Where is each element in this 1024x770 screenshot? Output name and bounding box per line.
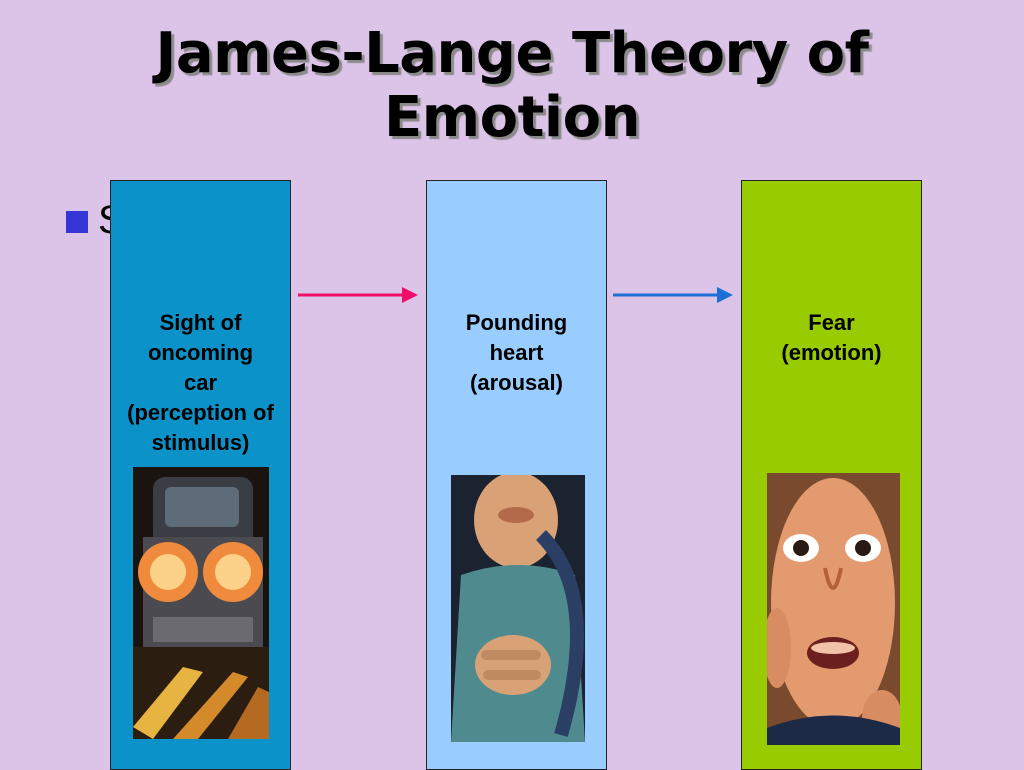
arrow-right-icon <box>613 287 733 303</box>
stage-perception-box: Sight of oncoming car (perception of sti… <box>110 180 291 770</box>
stage-emotion-box: Fear (emotion) <box>741 180 922 770</box>
oncoming-car-illustration <box>133 467 269 739</box>
arrow-right-icon <box>298 287 418 303</box>
stage-emotion-label: Fear (emotion) <box>781 310 882 365</box>
pounding-heart-illustration <box>451 475 585 742</box>
stage-arousal-label: Pounding heart (arousal) <box>465 310 568 395</box>
bullet-square-icon <box>66 211 88 233</box>
slide-title: James-Lange Theory of Emotion <box>155 21 869 150</box>
fearful-face-illustration <box>767 473 900 745</box>
stage-perception-label: Sight of oncoming car (perception of sti… <box>127 310 274 455</box>
stage-arousal-box: Pounding heart (arousal) <box>426 180 607 770</box>
